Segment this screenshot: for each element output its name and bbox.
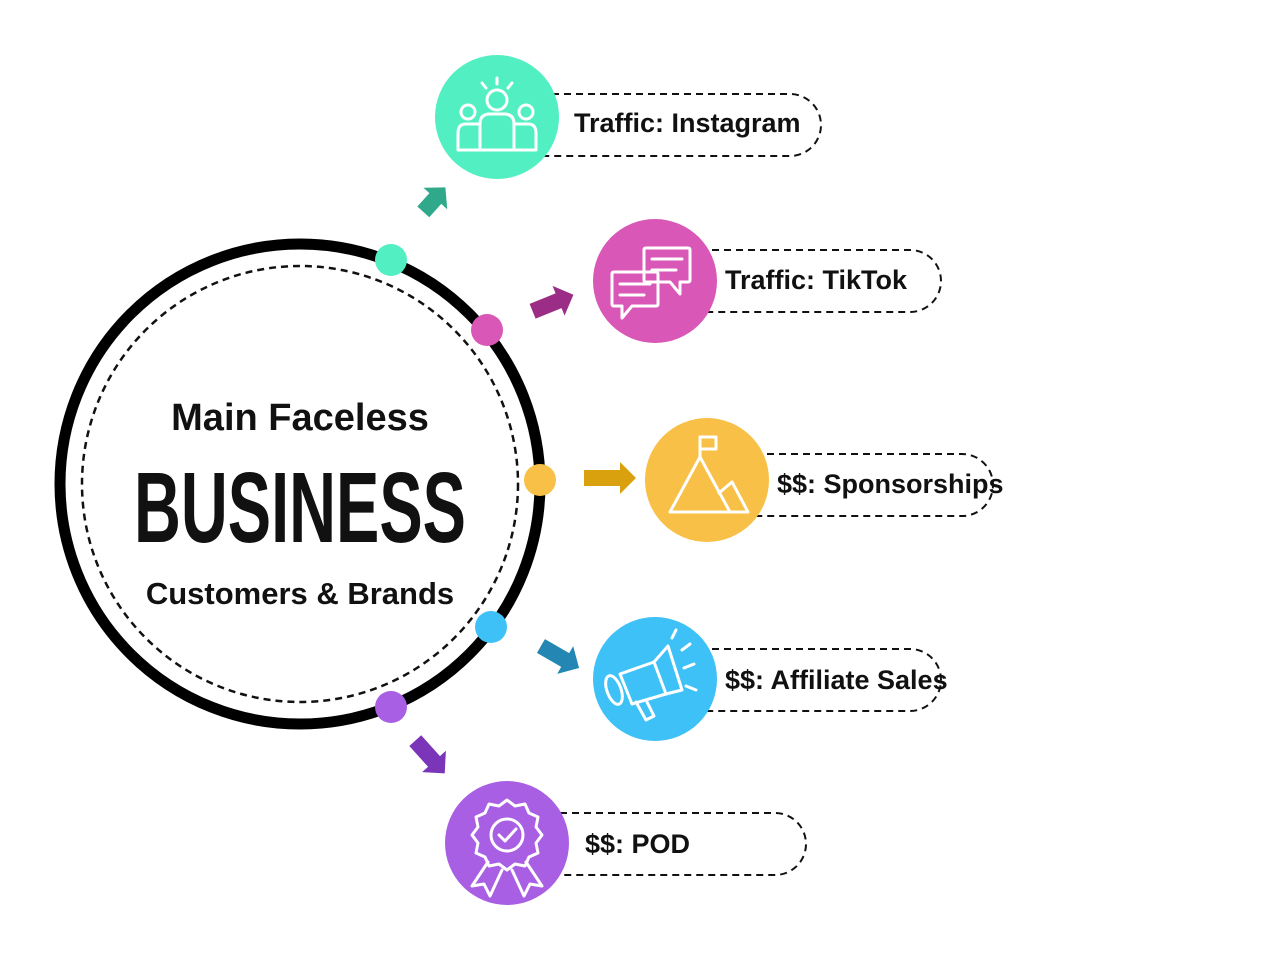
item-instagram: Traffic: Instagram [375,55,822,276]
icon-circle [593,617,717,741]
connector-dot [471,314,503,346]
item-label: $$: Sponsorships [777,469,1004,499]
item-label: $$: POD [585,829,690,859]
connector-dot [375,244,407,276]
center-subtitle: Customers & Brands [146,576,454,611]
chat-bubbles-icon [610,246,692,320]
connector-dot [524,464,556,496]
arrow-icon [536,639,580,674]
award-badge-icon [470,798,544,898]
people-icon [456,76,538,152]
megaphone-icon [604,628,698,722]
item-label: $$: Affiliate Sales [725,665,948,695]
center-title: Main Faceless [171,397,429,439]
inner-dashed-ring [80,264,520,704]
arrow-icon [409,735,446,774]
arrow-icon [584,462,636,494]
item-pod: $$: POD [375,691,807,905]
label-pill [540,93,822,157]
item-sponsorships: $$: Sponsorships [524,418,1004,542]
icon-circle [445,781,569,905]
center-hub: Main Faceless BUSINESS Customers & Brand… [54,238,546,730]
connector-dot [475,611,507,643]
center-main-title: BUSINESS [134,452,466,564]
arrow-icon [529,285,574,319]
item-tiktok: Traffic: TikTok [471,219,942,346]
label-pill [700,249,942,313]
label-pill [560,812,807,876]
label-pill [755,453,994,517]
arrow-icon [417,187,448,218]
item-label: Traffic: Instagram [574,108,801,138]
item-affiliate-sales: $$: Affiliate Sales [475,611,948,741]
icon-circle [435,55,559,179]
connector-dot [375,691,407,723]
item-label: Traffic: TikTok [725,265,908,295]
label-pill [700,648,942,712]
mountain-flag-icon [668,435,750,514]
